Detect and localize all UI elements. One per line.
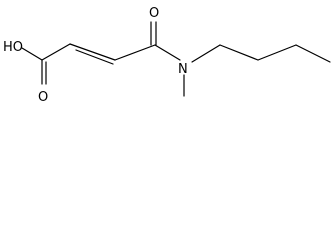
bond-c3-c4: [114, 44, 156, 61]
bond-c4-n: [154, 44, 181, 61]
bond-n-c1-butyl: [191, 44, 221, 63]
molecule-drawing: HO O O N: [3, 6, 331, 105]
bond-c2-c3-double-b: [75, 49, 114, 65]
bond-butyl-c3-c4: [295, 44, 331, 63]
bond-c1-c2: [41, 43, 71, 61]
atom-label-acid-oxygen: O: [38, 90, 48, 105]
structure-canvas: HO O O N: [0, 0, 332, 116]
bond-butyl-c1-c2: [219, 44, 259, 61]
atom-label-amide-oxygen: O: [149, 6, 159, 21]
atom-label-amide-nitrogen: N: [178, 62, 188, 77]
bond-butyl-c2-c3: [257, 44, 297, 61]
atom-label-hydroxyl: HO: [3, 40, 23, 55]
bond-c1-oh: [21, 47, 43, 61]
bond-c2-c3-double-a: [69, 43, 116, 61]
